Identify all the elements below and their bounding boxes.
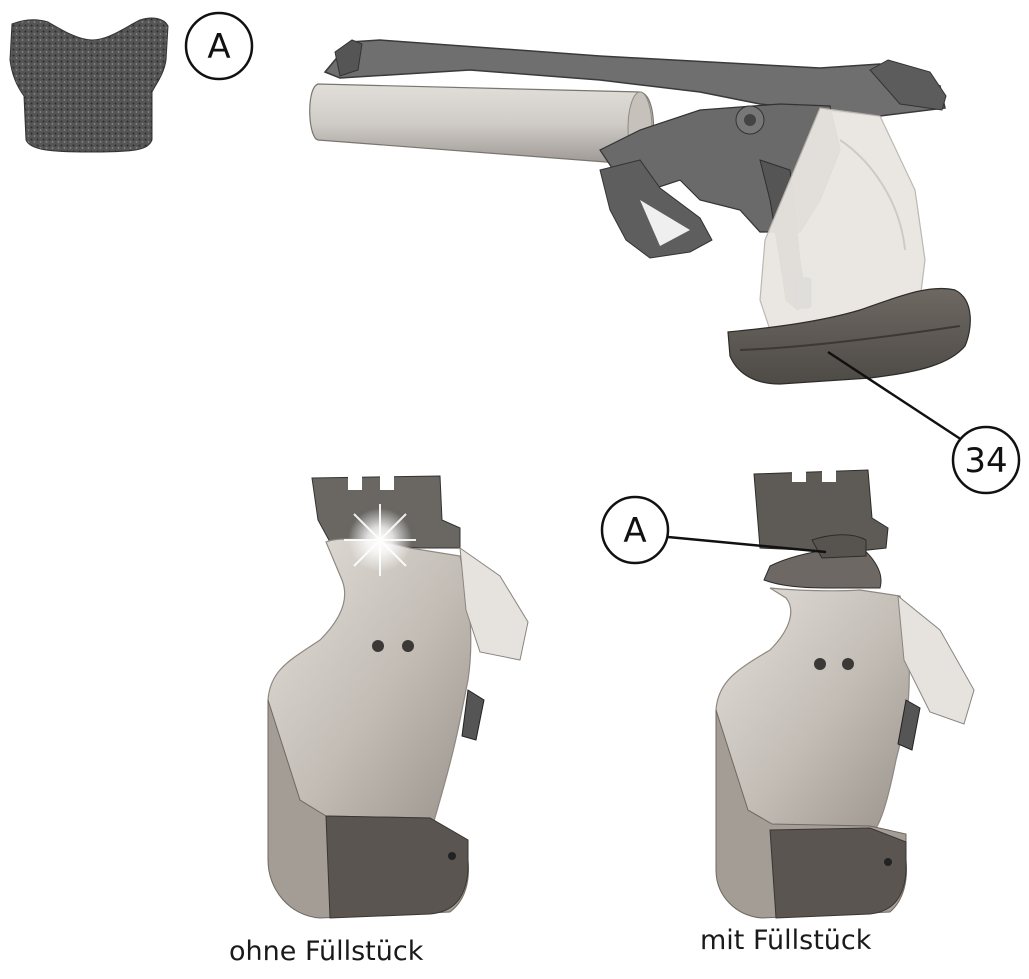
caption-without-filler: ohne Füllstück	[229, 936, 423, 967]
svg-text:A: A	[623, 511, 646, 551]
grip-with-filler-image	[716, 470, 974, 918]
pistol-image	[310, 40, 971, 384]
svg-text:A: A	[207, 27, 230, 67]
svg-text:34: 34	[964, 441, 1007, 481]
caption-with-filler: mit Füllstück	[700, 925, 871, 956]
callout-34: 34	[953, 427, 1019, 493]
callout-a-top: A	[186, 13, 252, 79]
grip-without-filler-image	[268, 476, 528, 918]
filler-piece-image	[10, 18, 168, 152]
callout-a-bottom: A	[602, 497, 668, 563]
